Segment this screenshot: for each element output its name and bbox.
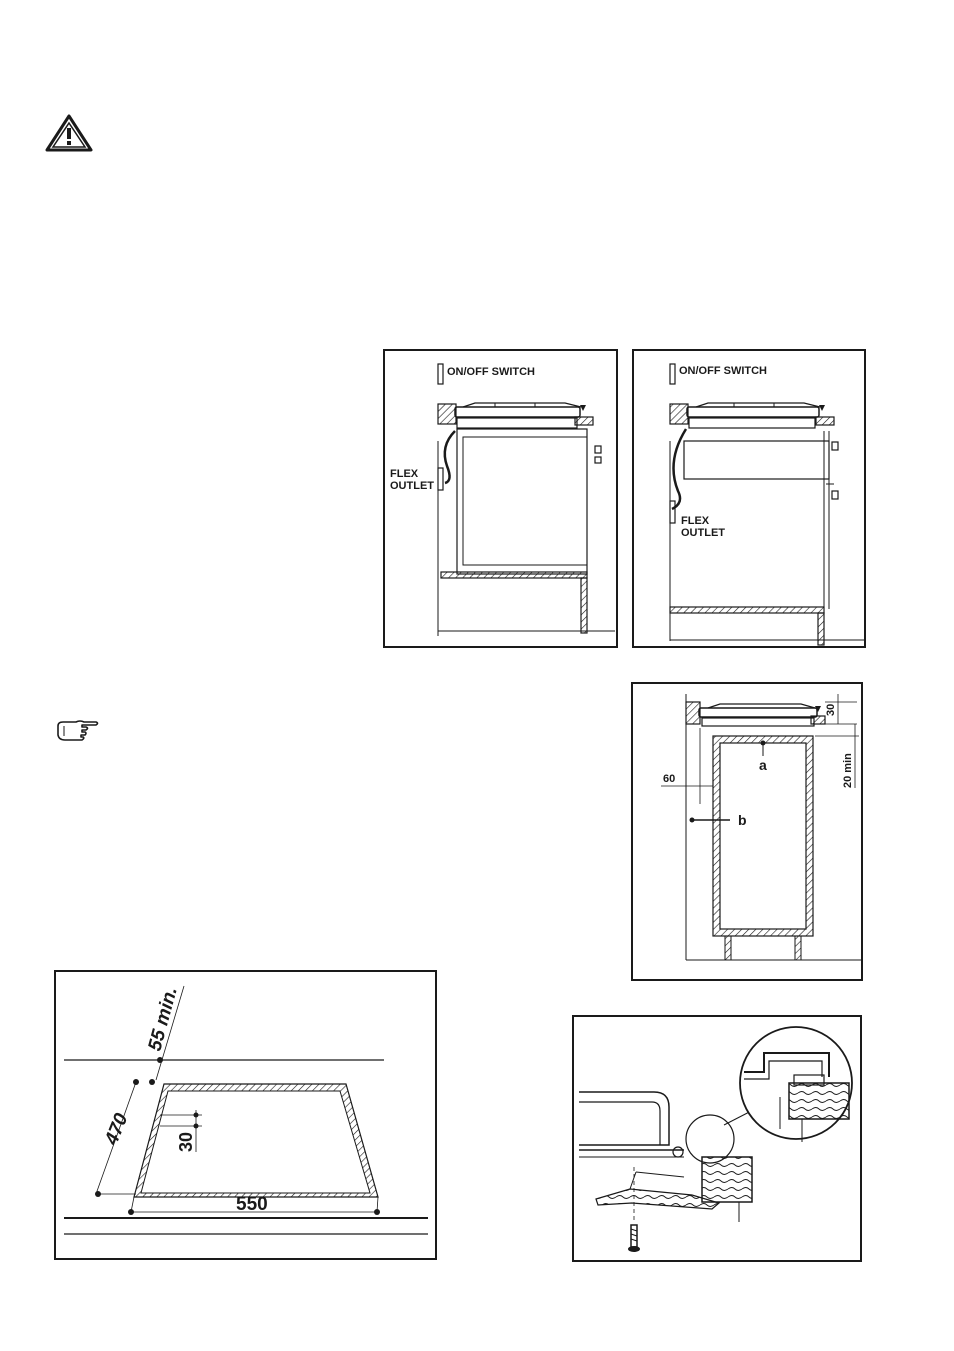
dim-depth-label: 470	[101, 1110, 133, 1149]
figure-clearances: 30 20 min a 60 b	[631, 682, 863, 981]
figure-built-in-oven: ON/OFF SWITCH FLEX OUTLET	[383, 349, 618, 648]
warning-triangle-icon	[45, 114, 93, 152]
flex-outlet-label-line2: OUTLET	[681, 527, 725, 539]
dim-left-label: 60	[663, 773, 675, 785]
dim-width-label: 550	[236, 1194, 268, 1215]
figure-above-drawer: ON/OFF SWITCH FLEX OUTLET	[632, 349, 866, 648]
flex-outlet-label-line2: OUTLET	[390, 480, 434, 492]
figure-clamp-detail	[572, 1015, 862, 1262]
label-a: a	[759, 757, 767, 773]
pointing-hand-icon	[57, 720, 99, 741]
dim-edge-label: 30	[176, 1132, 196, 1152]
flex-outlet-label-line1: FLEX	[681, 515, 710, 527]
dim-top-label: 30	[825, 704, 837, 716]
dim-side-label: 20 min	[842, 753, 854, 788]
switch-label: ON/OFF SWITCH	[679, 365, 767, 377]
switch-label: ON/OFF SWITCH	[447, 366, 535, 378]
figure-cutout: 55 min. 470 30 550	[54, 970, 437, 1260]
flex-outlet-label-line1: FLEX	[390, 468, 419, 480]
label-b: b	[738, 812, 747, 828]
dim-min-label: 55 min.	[145, 985, 182, 1054]
